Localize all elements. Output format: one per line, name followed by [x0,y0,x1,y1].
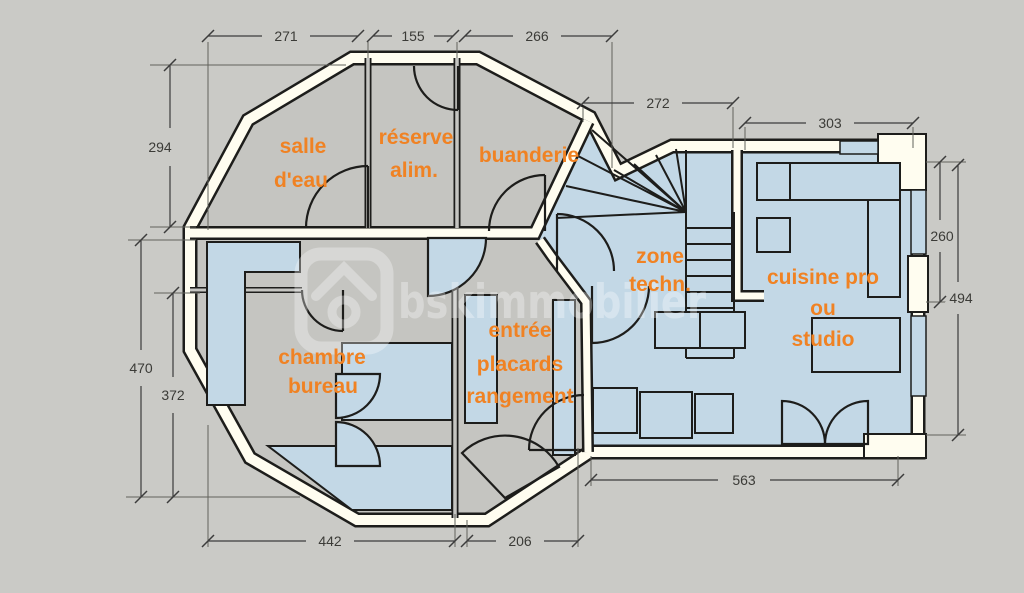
kitchen-counter [756,162,901,201]
door-buanderie [487,173,547,232]
watermark-text: bskimmobilier [398,275,707,330]
room-label-zone-1: zone [636,245,684,268]
bench-chambre [265,445,453,511]
zone-techn-wall [731,150,764,302]
hall-seat-c [694,393,734,434]
room-label-reserve-1: réserve [379,126,454,149]
door-closet-a [334,372,382,420]
window-top [839,140,879,155]
door-zone-techn-b [590,285,651,345]
room-label-entree-3: rangement [466,385,573,408]
hall-seat-a [592,387,638,434]
room-label-chambre-2: bureau [288,375,358,398]
dimension-ticks [134,29,965,548]
placard-right [552,299,576,456]
door-salle-eau [304,164,370,229]
room-label-buanderie: buanderie [479,144,579,167]
dim-label-271: 271 [274,28,298,44]
dim-label-563: 563 [732,472,756,488]
dim-label-272: 272 [646,95,670,111]
doors [300,65,870,500]
kitchen-column [867,199,901,298]
window-right-lower [910,315,927,397]
dim-label-494: 494 [949,290,973,306]
dim-label-266: 266 [525,28,549,44]
pillar-right-mid [907,255,929,313]
room-label-chambre-1: chambre [278,346,366,369]
hall-couch-a [654,311,701,349]
dimension-lines [140,35,959,542]
dim-label-470: 470 [129,360,153,376]
room-label-zone-2: techn. [629,273,691,296]
placard-left [464,294,498,424]
dimension-labels: 271 155 266 272 303 294 470 372 442 206 … [126,25,976,552]
windows [839,140,927,397]
wardrobe [206,241,301,406]
dim-label-206: 206 [508,533,532,549]
door-french-studio [780,399,870,446]
dim-label-155: 155 [401,28,425,44]
dimension-extension-lines [126,42,966,547]
door-entrance [460,434,561,500]
hall-seat-b [639,391,693,439]
hall-couch-b [699,311,746,349]
furniture [206,162,901,511]
dim-label-294: 294 [148,139,172,155]
window-right-upper [910,189,927,255]
room-label-entree-1: entrée [488,319,551,342]
door-reserve [412,65,460,112]
room-label-salle-eau-2: d'eau [274,169,328,192]
door-closet-b [334,420,382,468]
room-label-salle-eau-1: salle [280,135,327,158]
watermark: bskimmobilier [294,247,707,355]
kitchen-block [756,217,791,253]
door-zone-techn-a [555,212,616,272]
dim-label-372: 372 [161,387,185,403]
room-label-reserve-2: alim. [390,159,438,182]
dim-label-260: 260 [930,228,954,244]
hall-entree-wall [535,236,594,453]
door-chambre [300,289,345,333]
door-entree-mid [426,236,488,298]
kitchen-table [811,317,901,373]
pillar-bottom-right [863,433,927,459]
room-label-cuisine-1: cuisine pro [767,266,879,289]
mid-bearing-wall [190,118,595,240]
room-label-cuisine-3: studio [792,328,855,351]
room-labels: salle d'eau réserve alim. buanderie cham… [274,126,879,408]
watermark-house-icon [294,247,394,355]
dim-label-303: 303 [818,115,842,131]
room-label-cuisine-2: ou [810,297,836,320]
dim-label-442: 442 [318,533,342,549]
room-label-entree-2: placards [477,353,563,376]
